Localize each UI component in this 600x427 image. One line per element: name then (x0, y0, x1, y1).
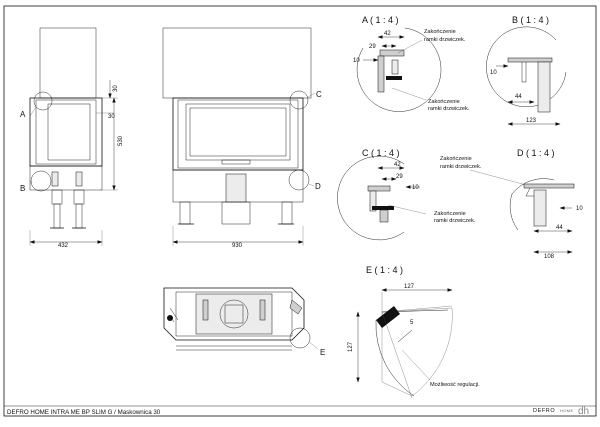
detail-e-dim-127-h: 127 (404, 284, 415, 290)
detail-d-dim-108: 108 (544, 254, 555, 260)
side-body-outline (29, 97, 103, 167)
dim-top-30-b: 30 (108, 114, 115, 120)
detail-e-dim-5: 5 (410, 320, 414, 326)
sheet-border (3, 5, 597, 417)
brand-logo: DEFRO HOME dh (533, 406, 589, 417)
detail-e-note: Możliwość regulacji. (430, 382, 480, 388)
detail-a-dim-29: 29 (369, 44, 376, 50)
detail-d: D ( 1 : 4 ) Zakończenie ramki drzwiczek.… (440, 148, 583, 260)
detail-a-note-2b: ramki drzwiczek. (428, 106, 470, 112)
detail-e-dim-127-v: 127 (348, 341, 354, 352)
detail-circle-a (33, 91, 53, 111)
letter-a: A (20, 110, 26, 119)
detail-circle-d (288, 169, 310, 191)
detail-b-title: B ( 1 : 4 ) (512, 15, 549, 25)
detail-d-note-1b: ramki drzwiczek. (440, 164, 482, 170)
brand-sub: HOME (560, 408, 574, 413)
detail-e: E ( 1 : 4 ) 127 127 5 Możliwość regulacj… (348, 265, 480, 399)
detail-circle-e (289, 327, 311, 349)
dim-top-30-a: 30 (113, 85, 119, 92)
footer-caption: DEFRO HOME INTRA ME BP SLIM G / Maskowni… (7, 409, 161, 416)
detail-d-dim-44: 44 (556, 225, 563, 231)
letter-c: C (316, 90, 322, 99)
detail-a-note-1: Zakończenie (424, 29, 456, 35)
chimney-outline (39, 27, 97, 99)
letter-b: B (20, 184, 25, 193)
detail-b-dim-123: 123 (526, 118, 537, 124)
brand-mark: dh (578, 406, 589, 417)
detail-c-note-2: Zakończenie (434, 211, 466, 217)
detail-c-title: C ( 1 : 4 ) (362, 148, 400, 158)
dim-width-930: 930 (232, 243, 243, 249)
front-body-outline (172, 97, 304, 171)
detail-circle-c (289, 90, 309, 110)
detail-b-dim-44: 44 (515, 94, 522, 100)
detail-a-note-2: Zakończenie (428, 99, 460, 105)
detail-e-title: E ( 1 : 4 ) (366, 265, 403, 275)
detail-c-dim-10: 10 (412, 185, 419, 191)
detail-c-note-2b: ramki drzwiczek. (434, 218, 476, 224)
detail-a-note-1b: ramki drzwiczek. (424, 37, 466, 43)
detail-d-dim-10: 10 (576, 206, 583, 212)
side-view: A B 432 530 30 30 (20, 27, 124, 249)
detail-d-title: D ( 1 : 4 ) (517, 148, 555, 158)
plan-outline (163, 287, 305, 341)
letter-d: D (315, 182, 321, 191)
detail-b-dim-10: 10 (490, 70, 497, 76)
dim-height-530: 530 (118, 135, 124, 146)
detail-a: A ( 1 : 4 ) 42 29 10 Zakończenie ramki d… (353, 15, 470, 112)
detail-b: B ( 1 : 4 ) 10 44 123 (486, 15, 567, 126)
front-chimney-outline (162, 27, 312, 99)
letter-e: E (320, 348, 325, 357)
plan-view: E (163, 287, 325, 357)
detail-d-note-1: Zakończenie (440, 156, 472, 162)
detail-c: C ( 1 : 4 ) 42 29 10 Zakończenie ramki d… (337, 148, 476, 241)
dim-width-432: 432 (58, 243, 69, 249)
front-view: C D 930 (162, 27, 322, 249)
detail-a-dim-42: 42 (384, 31, 391, 37)
detail-a-dim-10: 10 (353, 58, 360, 64)
detail-c-dim-42: 42 (394, 162, 401, 168)
detail-a-title: A ( 1 : 4 ) (362, 15, 399, 25)
detail-c-dim-29: 29 (396, 174, 403, 180)
brand-name: DEFRO (533, 408, 555, 414)
detail-circle-b (30, 170, 52, 192)
